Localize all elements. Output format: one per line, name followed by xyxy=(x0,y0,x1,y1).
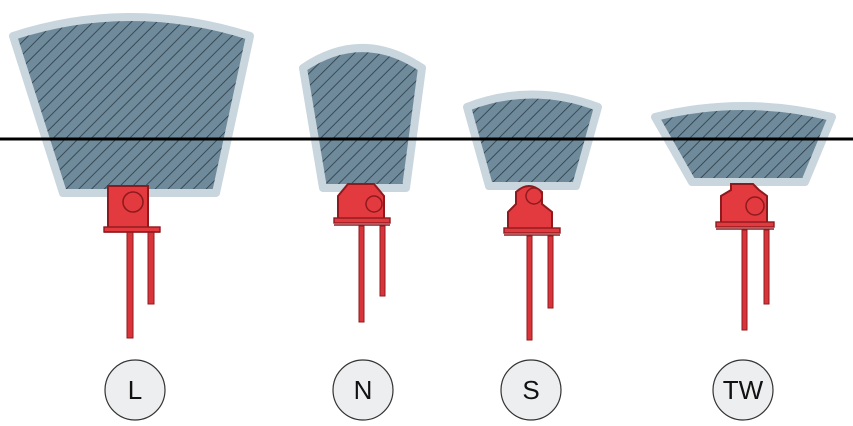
label-l-text: L xyxy=(128,375,142,405)
label-s: S xyxy=(500,359,562,421)
led-tw xyxy=(715,183,775,331)
beam-cone-n xyxy=(299,44,426,192)
label-n-text: N xyxy=(354,375,373,405)
beam-cone-l xyxy=(9,13,254,197)
label-l: L xyxy=(104,359,166,421)
label-s-text: S xyxy=(522,375,539,405)
led-n xyxy=(333,183,391,323)
label-n: N xyxy=(332,359,394,421)
label-tw: TW xyxy=(712,359,774,421)
led-s xyxy=(503,185,561,341)
led-l xyxy=(103,185,161,339)
label-tw-text: TW xyxy=(723,375,764,405)
beam-cone-tw xyxy=(651,102,836,186)
